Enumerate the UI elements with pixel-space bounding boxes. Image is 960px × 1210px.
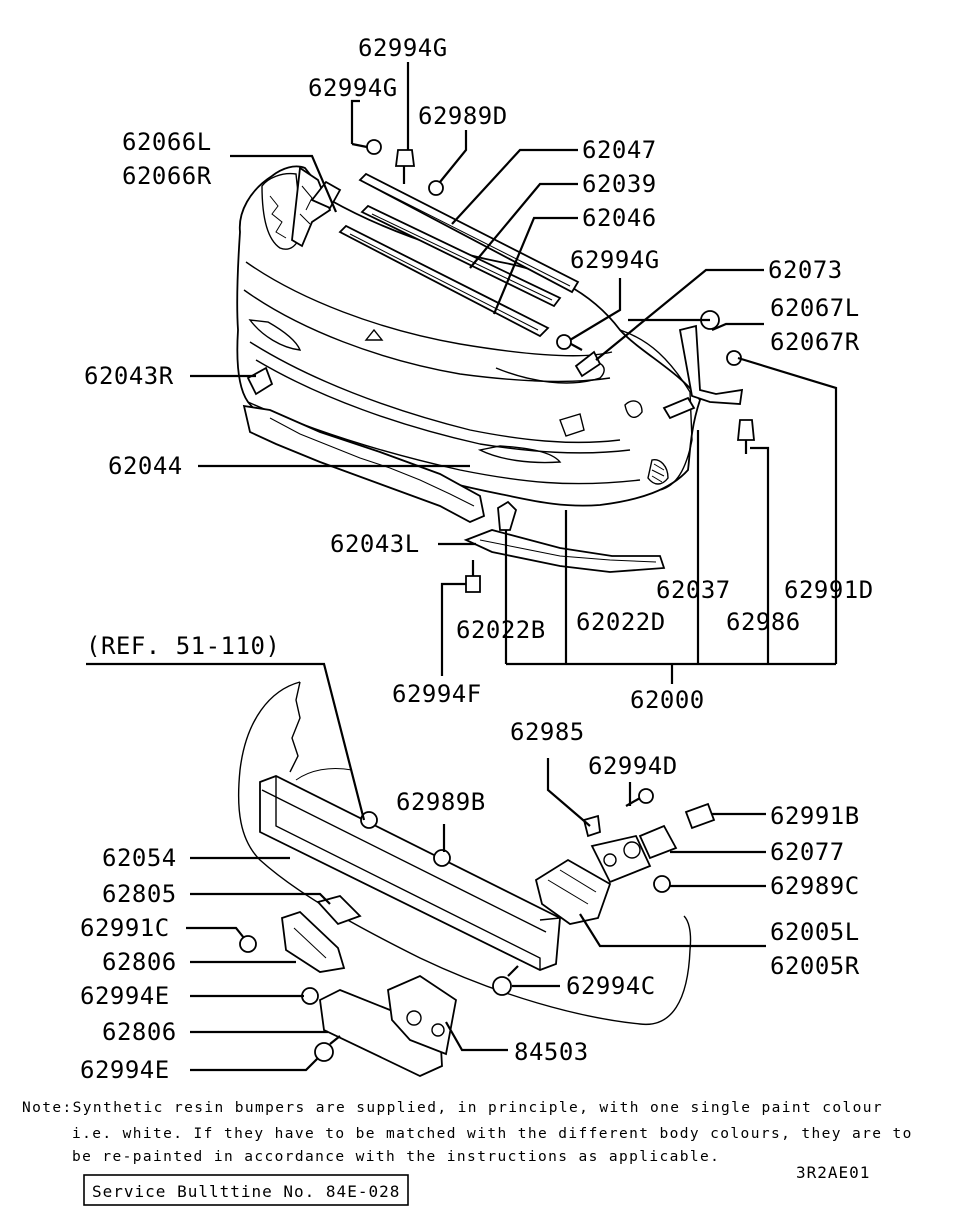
label-62994D: 62994D bbox=[588, 752, 678, 780]
label-62991C: 62991C bbox=[80, 914, 170, 942]
upper-right-brackets bbox=[574, 324, 744, 420]
diagram-code: 3R2AE01 bbox=[796, 1163, 870, 1182]
label-62805: 62805 bbox=[102, 880, 177, 908]
bumper-beam-62054 bbox=[259, 775, 561, 971]
label-62989D: 62989D bbox=[418, 102, 508, 130]
label-62022B: 62022B bbox=[456, 616, 546, 644]
label-62806-upper: 62806 bbox=[102, 948, 177, 976]
label-62073: 62073 bbox=[768, 256, 843, 284]
label-62043L: 62043L bbox=[330, 530, 420, 558]
label-62991B: 62991B bbox=[770, 802, 860, 830]
label-62077: 62077 bbox=[770, 838, 845, 866]
label-62994G-right: 62994G bbox=[570, 246, 660, 274]
part-labels: 62994G 62994G 62989D 62066L 62066R 62047… bbox=[80, 34, 874, 1084]
label-84503: 84503 bbox=[514, 1038, 589, 1066]
label-62994E-upper: 62994E bbox=[80, 982, 170, 1010]
ref-body-panel bbox=[237, 681, 692, 1026]
note-block: Note:Synthetic resin bumpers are supplie… bbox=[22, 1100, 913, 1165]
side-garnish-62066 bbox=[291, 166, 342, 248]
label-62067L: 62067L bbox=[770, 294, 860, 322]
label-62994E-lower: 62994E bbox=[80, 1056, 170, 1084]
label-62986: 62986 bbox=[726, 608, 801, 636]
label-62994F: 62994F bbox=[392, 680, 482, 708]
label-ref-51-110: (REF. 51-110) bbox=[86, 632, 280, 660]
bracket-62043R bbox=[246, 366, 274, 396]
label-62067R: 62067R bbox=[770, 328, 860, 356]
lower-brackets bbox=[281, 802, 716, 1077]
lower-fasteners bbox=[239, 788, 671, 1062]
service-bulletin-box bbox=[83, 1174, 409, 1206]
label-62046: 62046 bbox=[582, 204, 657, 232]
label-62043R: 62043R bbox=[84, 362, 174, 390]
strip-62044 bbox=[242, 404, 486, 523]
label-62066L: 62066L bbox=[122, 128, 212, 156]
label-62994G-top: 62994G bbox=[358, 34, 448, 62]
label-62000: 62000 bbox=[630, 686, 705, 714]
label-62994C: 62994C bbox=[566, 972, 656, 1000]
service-bulletin-text: Service Bullttine No. 84E-028 bbox=[92, 1182, 400, 1201]
label-62994G-second: 62994G bbox=[308, 74, 398, 102]
label-62991D: 62991D bbox=[784, 576, 874, 604]
note-line-2: i.e. white. If they have to be matched w… bbox=[72, 1126, 913, 1142]
label-62039: 62039 bbox=[582, 170, 657, 198]
label-62985: 62985 bbox=[510, 718, 585, 746]
label-62037: 62037 bbox=[656, 576, 731, 604]
footer: Service Bullttine No. 84E-028 3R2AE01 bbox=[83, 1163, 870, 1206]
upper-fasteners bbox=[351, 139, 755, 593]
leader-lines bbox=[86, 62, 838, 1072]
label-62989B: 62989B bbox=[396, 788, 486, 816]
label-62022D: 62022D bbox=[576, 608, 666, 636]
label-62005R: 62005R bbox=[770, 952, 860, 980]
label-62054: 62054 bbox=[102, 844, 177, 872]
note-line-1: Note:Synthetic resin bumpers are supplie… bbox=[22, 1100, 883, 1116]
label-62044: 62044 bbox=[108, 452, 183, 480]
label-62066R: 62066R bbox=[122, 162, 212, 190]
label-62005L: 62005L bbox=[770, 918, 860, 946]
label-62806-lower: 62806 bbox=[102, 1018, 177, 1046]
label-62989C: 62989C bbox=[770, 872, 860, 900]
label-62047: 62047 bbox=[582, 136, 657, 164]
note-line-3: be re-painted in accordance with the ins… bbox=[72, 1149, 720, 1165]
